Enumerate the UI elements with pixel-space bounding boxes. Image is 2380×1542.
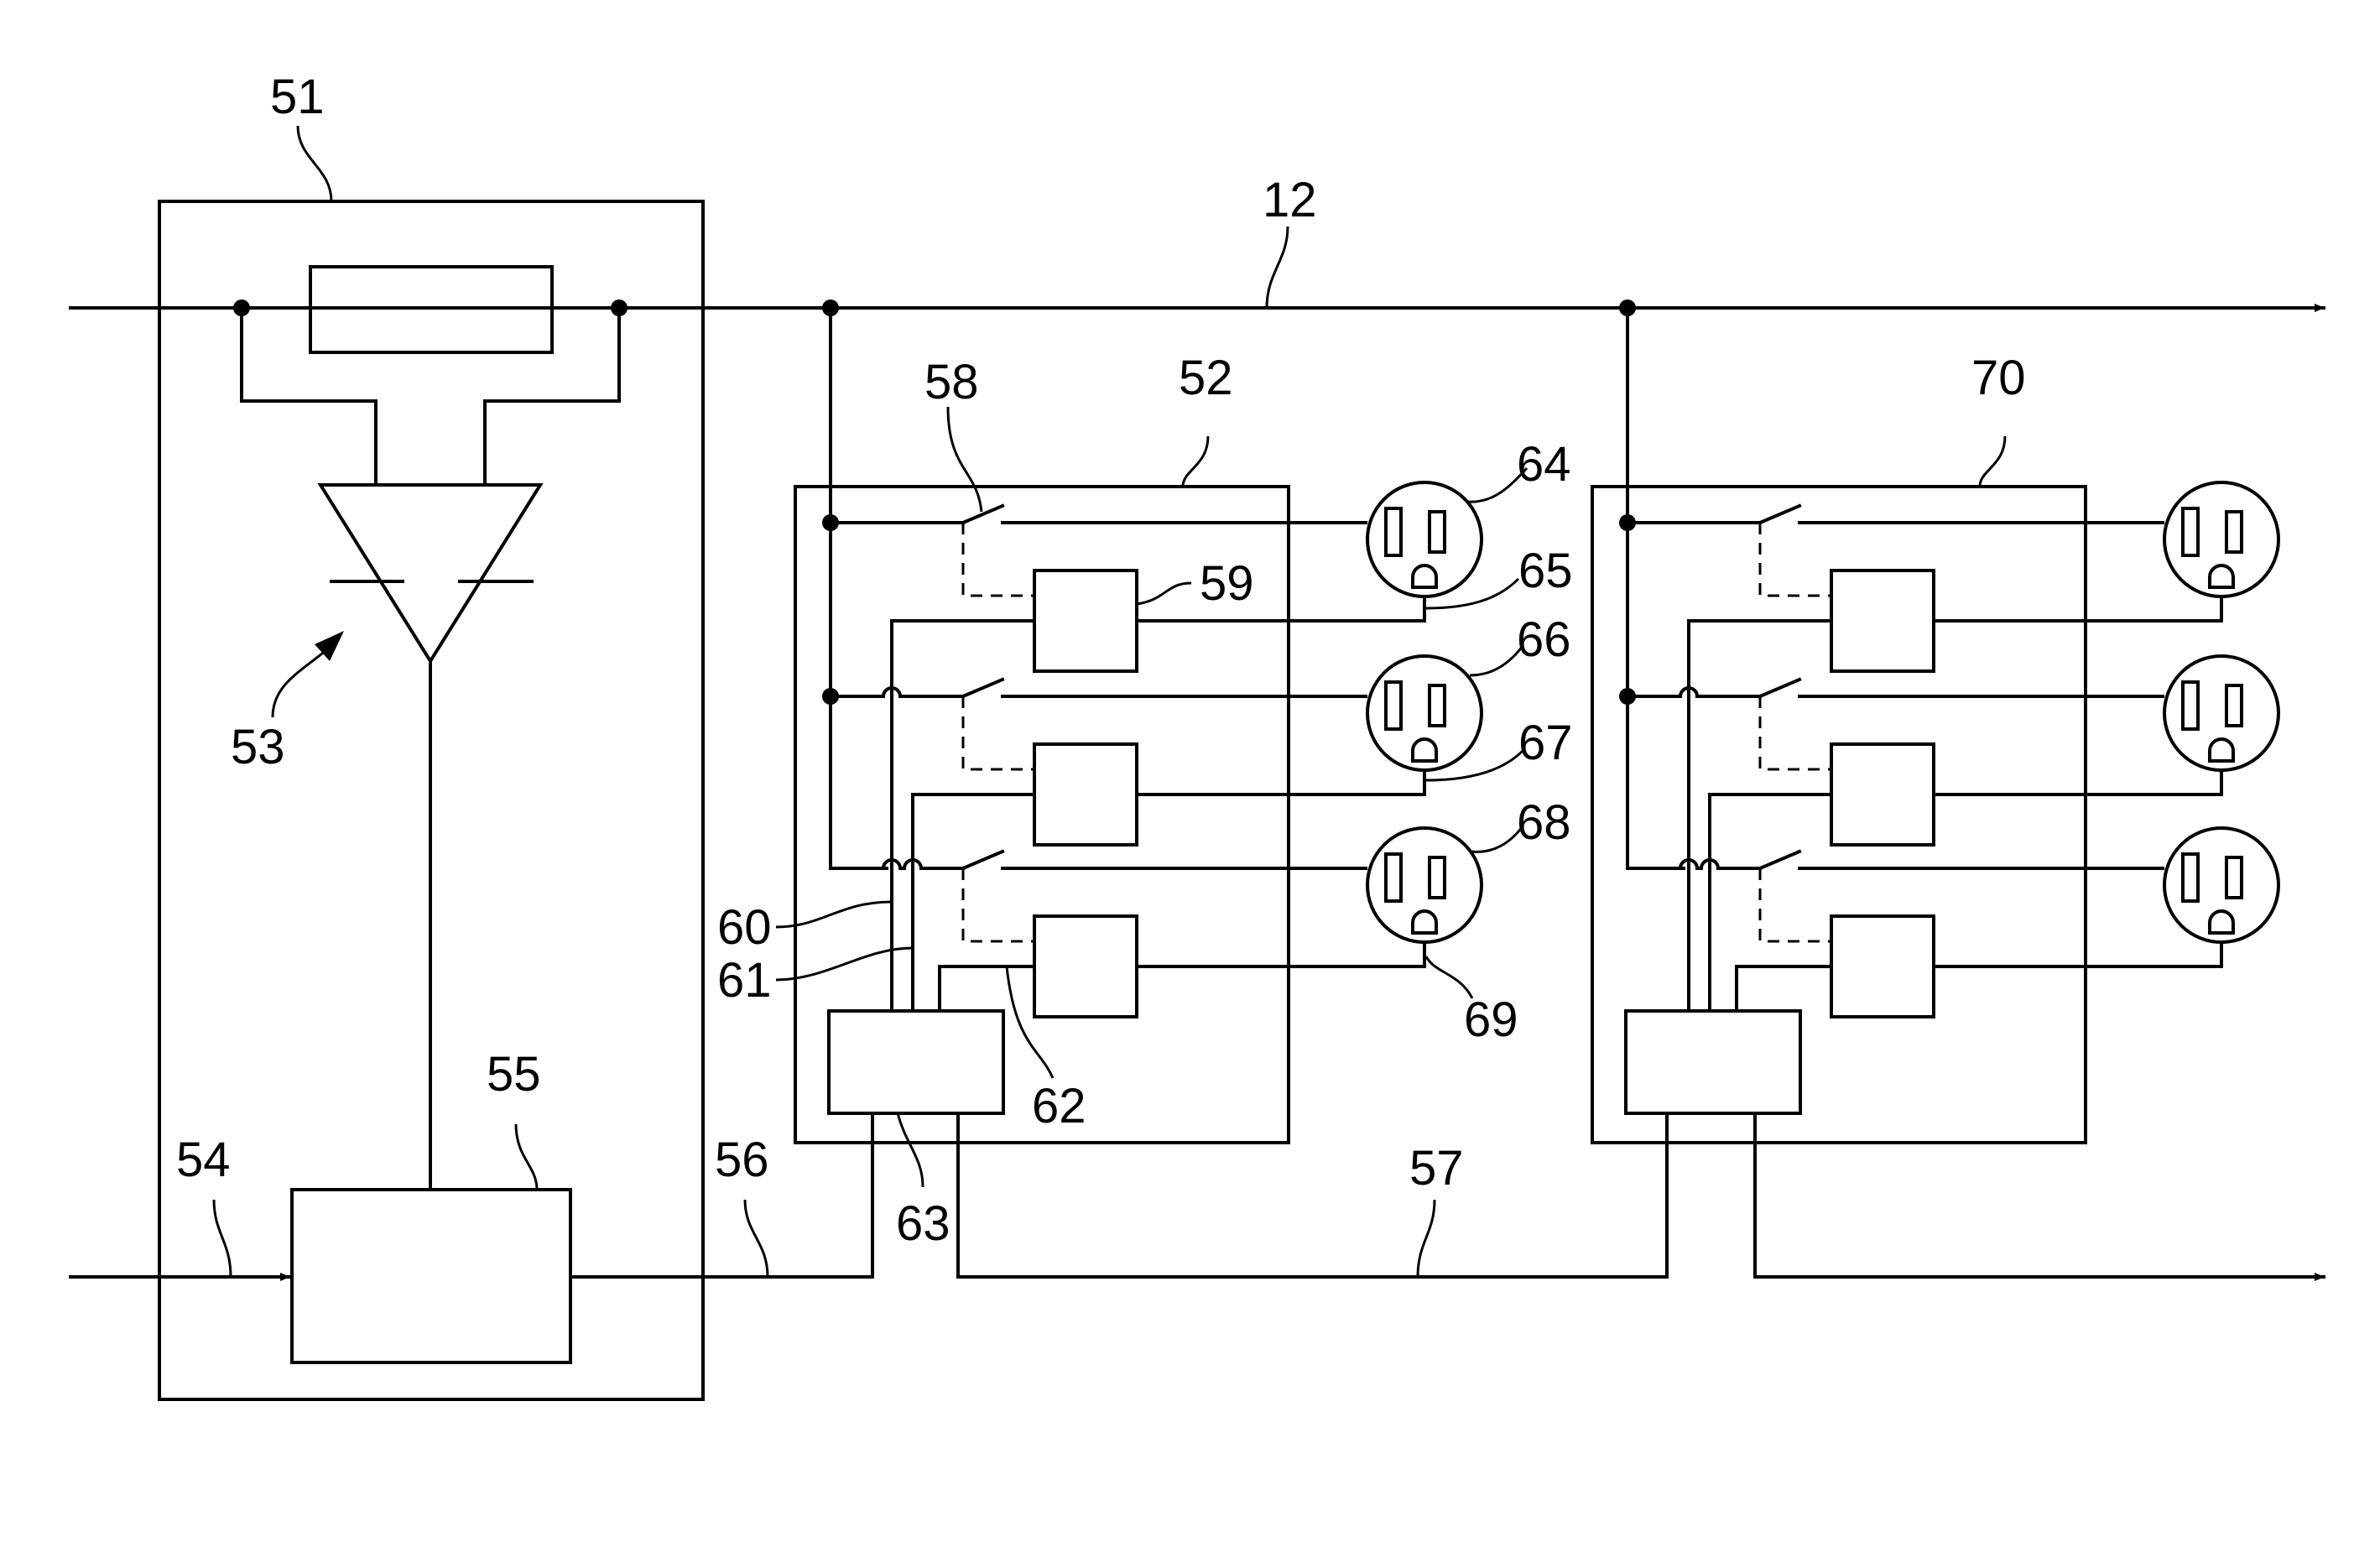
label-53: 53	[231, 720, 285, 774]
outlet	[2164, 482, 2278, 596]
leader-59	[1137, 583, 1191, 604]
switch-row2	[963, 680, 1003, 696]
sensing-unit-51	[70, 201, 872, 1399]
row2-sense-wire	[1137, 761, 1424, 794]
outlet-strip-70	[1592, 308, 2221, 1143]
relay-row3	[1034, 916, 1137, 1017]
leader-53	[273, 646, 331, 717]
label-66: 66	[1517, 612, 1571, 667]
label-65: 65	[1518, 544, 1573, 598]
outlet-strip-52	[795, 308, 1424, 1143]
label-55: 55	[487, 1047, 541, 1102]
label-69: 69	[1464, 992, 1518, 1047]
label-56: 56	[715, 1133, 769, 1187]
bus-node	[611, 300, 628, 316]
label-67: 67	[1518, 716, 1573, 770]
outlet	[2164, 828, 2278, 942]
label-59: 59	[1200, 556, 1254, 611]
relay-59	[1034, 570, 1137, 671]
leader-51	[298, 126, 331, 201]
leader-52	[1183, 436, 1208, 487]
relay	[1831, 744, 1934, 845]
label-70: 70	[1971, 351, 2026, 405]
bus-node	[233, 300, 250, 316]
label-68: 68	[1517, 795, 1571, 850]
feed-wire	[1627, 308, 1684, 868]
row3-sense-wire	[1137, 933, 1424, 966]
leader-68	[1470, 826, 1523, 852]
label-63: 63	[896, 1196, 950, 1251]
switch-control-link	[963, 868, 1034, 941]
leader-58	[948, 407, 982, 512]
interface	[1626, 1011, 1800, 1113]
label-60: 60	[717, 900, 772, 955]
outlet-66	[1367, 656, 1482, 770]
label-12: 12	[1263, 173, 1317, 227]
switch	[1760, 506, 1799, 523]
relay	[1831, 570, 1934, 671]
leader-66	[1470, 646, 1523, 675]
leader-55	[516, 1124, 537, 1190]
switch	[1760, 680, 1799, 696]
switch	[1760, 852, 1799, 868]
interface-63	[829, 1011, 1003, 1113]
amplifier-53	[320, 485, 540, 661]
control-wire-61	[913, 794, 1034, 1011]
leader-63	[898, 1113, 923, 1187]
label-61: 61	[717, 953, 772, 1008]
leader-54	[214, 1200, 231, 1277]
leader-60	[776, 902, 892, 927]
switch-control-link	[963, 523, 1034, 596]
label-51: 51	[270, 70, 325, 124]
controller-55	[292, 1190, 570, 1362]
switch-control-link	[963, 696, 1034, 769]
outlet-68	[1367, 828, 1482, 942]
label-64: 64	[1517, 437, 1571, 492]
outlet	[2164, 656, 2278, 770]
label-57: 57	[1409, 1141, 1464, 1196]
label-62: 62	[1032, 1079, 1086, 1133]
control-wire-62	[940, 966, 1034, 1011]
leader-56	[745, 1200, 768, 1277]
comm-line-57	[958, 1113, 1667, 1277]
outlet-64	[1367, 482, 1482, 596]
leader-70	[1980, 436, 2005, 487]
feed-wire	[831, 308, 887, 868]
relay-row2	[1034, 744, 1137, 845]
row1-sense-wire	[1137, 587, 1424, 621]
leader-12	[1267, 227, 1288, 308]
relay	[1831, 916, 1934, 1017]
comm-line-out	[1755, 1113, 2324, 1277]
switch-row3	[963, 852, 1003, 868]
label-58: 58	[924, 355, 979, 409]
label-54: 54	[176, 1133, 231, 1187]
label-52: 52	[1179, 351, 1233, 405]
leader-57	[1418, 1200, 1435, 1277]
switch-58	[963, 506, 1003, 523]
